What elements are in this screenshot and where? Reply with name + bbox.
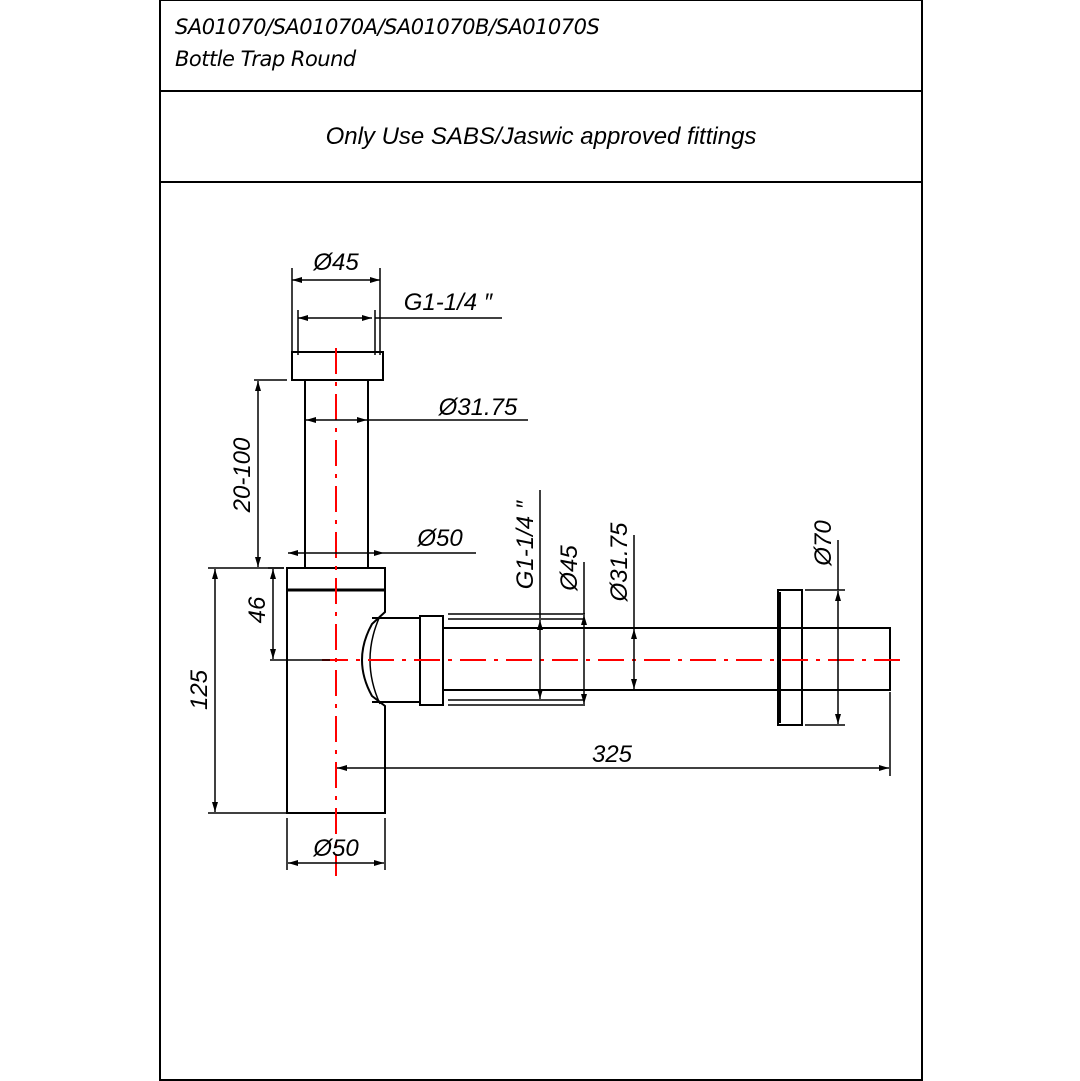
dim-upper-pipe-diameter: Ø31.75	[438, 394, 518, 421]
dim-top-cap-diameter: Ø45	[312, 249, 359, 276]
dim-outlet-thread: G1-1/4 ″	[512, 499, 539, 589]
title-block: SA01070/SA01070A/SA01070B/SA01070S Bottl…	[161, 1, 921, 92]
top-cap	[291, 351, 384, 381]
wall-flange	[777, 589, 803, 726]
dim-outlet-height: 46	[244, 596, 271, 623]
centerlines	[322, 348, 908, 876]
dim-body-bottom-diameter: Ø50	[312, 835, 359, 862]
dim-body-height: 125	[186, 669, 213, 710]
dim-body-top-diameter: Ø50	[416, 525, 463, 552]
dim-height-adjust: 20-100	[229, 437, 256, 513]
dim-outlet-pipe-diameter: Ø31.75	[606, 522, 633, 602]
fittings-notice: Only Use SABS/Jaswic approved fittings	[161, 92, 921, 183]
dim-top-thread: G1-1/4 ″	[404, 289, 494, 316]
product-codes: SA01070/SA01070A/SA01070B/SA01070S	[175, 15, 600, 39]
dim-outlet-length: 325	[592, 741, 633, 768]
trap-body	[286, 567, 386, 814]
dim-flange-diameter: Ø70	[810, 520, 837, 567]
dim-outlet-nut-diameter: Ø45	[556, 545, 583, 592]
trap-outline	[286, 351, 891, 814]
dimension-labels: Ø45 G1-1/4 ″ Ø31.75 20-100 Ø50 46 125 Ø5…	[186, 249, 837, 862]
product-name: Bottle Trap Round	[175, 47, 356, 71]
drawing-frame: SA01070/SA01070A/SA01070B/SA01070S Bottl…	[159, 0, 923, 1081]
dimension-lines	[208, 268, 891, 870]
